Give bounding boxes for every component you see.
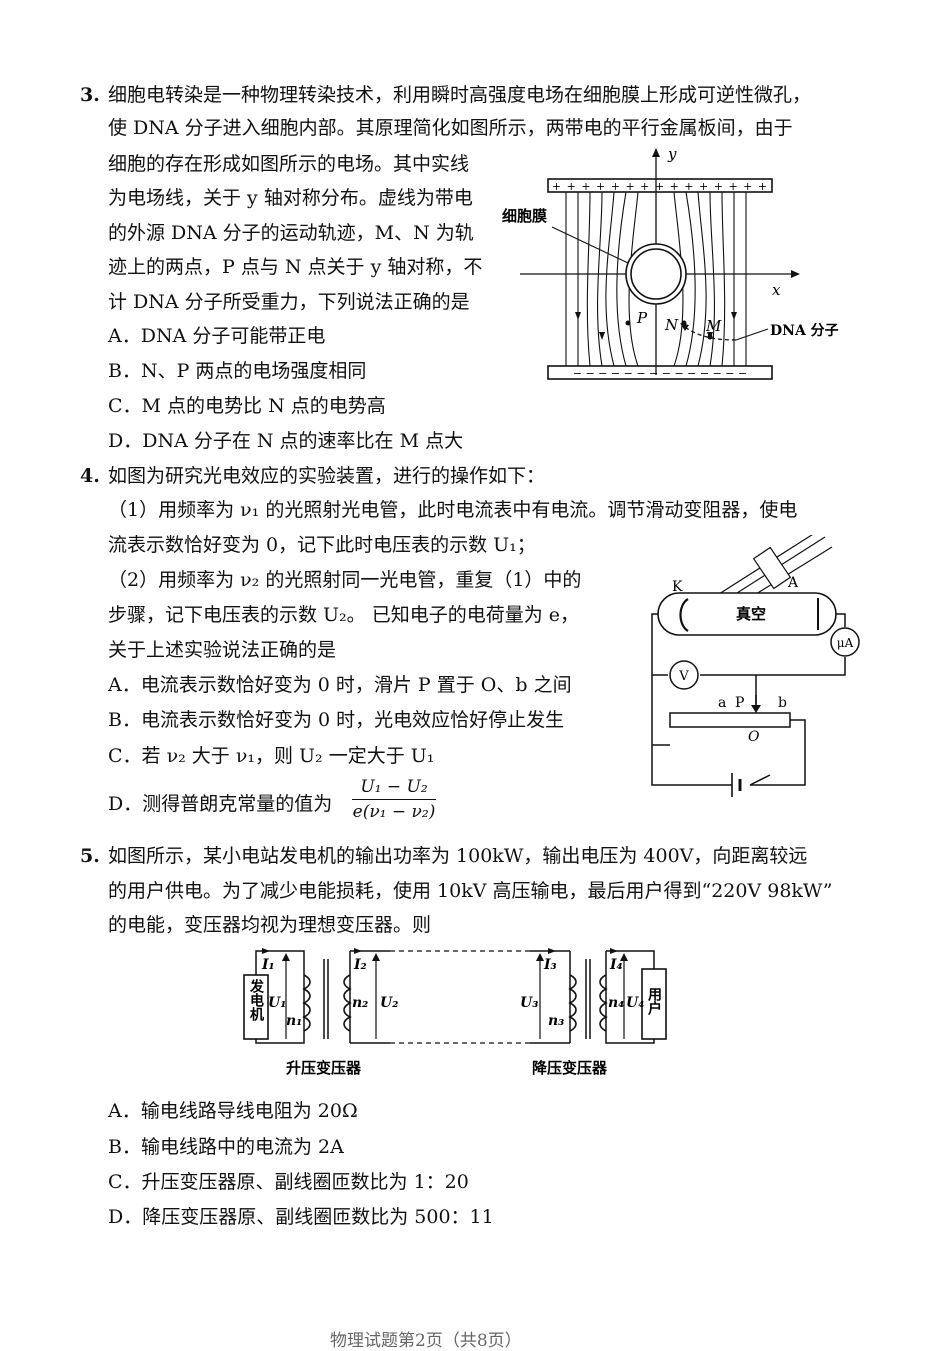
label-ua: μA xyxy=(837,636,854,650)
voltmeter xyxy=(669,660,699,690)
label-v: V xyxy=(678,669,689,684)
q5-option-d: D．降压变压器原、副线圈匝数比为 500：11 xyxy=(108,1206,494,1228)
axis-y-label: y xyxy=(667,145,677,163)
label-u1: U₁ xyxy=(268,995,286,1011)
q4-number: 4. xyxy=(80,465,100,487)
q3-stem-line-4: 为电场线，关于 y 轴对称分布。虚线为带电 xyxy=(108,187,473,209)
q3-option-b: B．N、P 两点的电场强度相同 xyxy=(108,360,367,382)
q4-stem-line-2: （1）用频率为 ν₁ 的光照射光电管，此时电流表中有电流。调节滑动变阻器，使电 xyxy=(108,499,798,521)
label-n2: n₂ xyxy=(352,995,368,1011)
generator-label: 发电机 xyxy=(248,978,265,1022)
label-n4: n₄ xyxy=(608,995,624,1011)
dna-label: DNA 分子 xyxy=(770,323,839,339)
q4-stem-line-6: 关于上述实验说法正确的是 xyxy=(108,639,337,661)
positive-plate xyxy=(547,178,773,193)
q3-option-d: D．DNA 分子在 N 点的速率比在 M 点大 xyxy=(108,430,464,452)
q4-stem-line-4: （2）用频率为 ν₂ 的光照射同一光电管，重复（1）中的 xyxy=(108,569,582,591)
q4-option-a: A．电流表示数恰好变为 0 时，滑片 P 置于 O、b 之间 xyxy=(108,674,572,696)
q5-option-a: A．输电线路导线电阻为 20Ω xyxy=(108,1100,358,1122)
q5-number: 5. xyxy=(80,845,100,867)
cell-inner xyxy=(630,248,682,300)
q4-option-c: C．若 ν₂ 大于 ν₁，则 U₂ 一定大于 U₁ xyxy=(108,745,435,767)
label-i3: I₃ xyxy=(543,957,557,973)
label-k: K xyxy=(672,579,683,595)
label-a-end: a xyxy=(718,695,726,711)
cell-outer xyxy=(625,243,687,305)
q3-stem-line-1: 细胞电转染是一种物理转染技术，利用瞬时高强度电场在细胞膜上形成可逆性微孔， xyxy=(108,84,812,106)
q4-circuit-diagram: K A 真空 μA V a P b O xyxy=(651,535,860,797)
point-n-label: N xyxy=(664,316,679,334)
page-footer: 物理试题第2页（共8页） xyxy=(330,1331,522,1351)
label-o: O xyxy=(748,729,760,745)
q5-stem-line-3: 的电能，变压器均视为理想变压器。则 xyxy=(108,914,432,936)
positive-plate-signs: + + + + + + + + + + + + + + + xyxy=(552,180,768,193)
label-vacuum: 真空 xyxy=(736,605,766,623)
q3-option-c: C．M 点的电势比 N 点的电势高 xyxy=(108,395,386,417)
microammeter xyxy=(830,627,860,657)
membrane-label: 细胞膜 xyxy=(502,207,547,225)
q5-stem-line-1: 如图所示，某小电站发电机的输出功率为 100kW，输出电压为 400V，向距离较… xyxy=(108,845,808,867)
label-i2: I₂ xyxy=(353,957,367,973)
q3-number: 3. xyxy=(80,84,100,106)
rheostat xyxy=(669,712,791,728)
negative-plate xyxy=(547,365,773,380)
q4-option-d-fraction: U₁ − U₂ e(ν₁ − ν₂) xyxy=(352,777,436,822)
q5-stem-line-2: 的用户供电。为了减少电能损耗，使用 10kV 高压输电，最后用户得到“220V … xyxy=(108,880,833,902)
q4-option-d: D．测得普朗克常量的值为 xyxy=(108,793,333,815)
q4-stem-line-5: 步骤，记下电压表的示数 U₂。 已知电子的电荷量为 e， xyxy=(108,604,579,626)
point-m-label: M xyxy=(705,317,722,335)
q4-stem-line-3: 流表示数恰好变为 0，记下此时电压表的示数 U₁； xyxy=(108,534,536,556)
fraction-numerator: U₁ − U₂ xyxy=(360,777,428,797)
q3-stem-line-2: 使 DNA 分子进入细胞内部。其原理简化如图所示，两带电的平行金属板间，由于 xyxy=(108,117,793,139)
q3-stem-line-6: 迹上的两点，P 点与 N 点关于 y 轴对称，不 xyxy=(108,256,483,278)
label-u3: U₃ xyxy=(520,995,538,1011)
fraction-denominator: e(ν₁ − ν₂) xyxy=(352,802,436,822)
q5-option-b: B．输电线路中的电流为 2A xyxy=(108,1136,344,1158)
q3-stem-line-3: 细胞的存在形成如图所示的电场。其中实线 xyxy=(108,153,470,175)
label-p: P xyxy=(735,695,744,711)
label-i4: I₄ xyxy=(609,957,623,973)
label-u4: U₄ xyxy=(626,995,644,1011)
label-n1: n₁ xyxy=(286,1013,302,1029)
q4-stem-line-1: 如图为研究光电效应的实验装置，进行的操作如下： xyxy=(108,465,546,487)
q3-option-a: A．DNA 分子可能带正电 xyxy=(108,325,326,347)
label-i1: I₁ xyxy=(261,957,275,973)
q4-option-b: B．电流表示数恰好变为 0 时，光电效应恰好停止发生 xyxy=(108,709,565,731)
q3-stem-line-5: 的外源 DNA 分子的运动轨迹，M、N 为轨 xyxy=(108,222,474,244)
label-u2: U₂ xyxy=(380,995,398,1011)
label-b-end: b xyxy=(778,695,787,711)
user-label: 用户 xyxy=(646,987,662,1016)
label-n3: n₃ xyxy=(548,1013,564,1029)
q5-option-c: C．升压变压器原、副线圈匝数比为 1：20 xyxy=(108,1171,469,1193)
q3-stem-line-7: 计 DNA 分子所受重力，下列说法正确的是 xyxy=(108,291,470,313)
point-p-label: P xyxy=(636,309,648,327)
q3-field-diagram: + + + + + + + + + + + + + + + − − − − − … xyxy=(502,145,839,380)
q5-transmission-diagram: 发电机 用户 xyxy=(243,948,667,1077)
axis-x-label: x xyxy=(772,281,781,299)
step-down-label: 降压变压器 xyxy=(532,1059,608,1077)
label-a: A xyxy=(787,575,799,591)
negative-plate-signs: − − − − − − − − − − − − − − xyxy=(573,367,748,380)
step-up-label: 升压变压器 xyxy=(286,1059,362,1077)
